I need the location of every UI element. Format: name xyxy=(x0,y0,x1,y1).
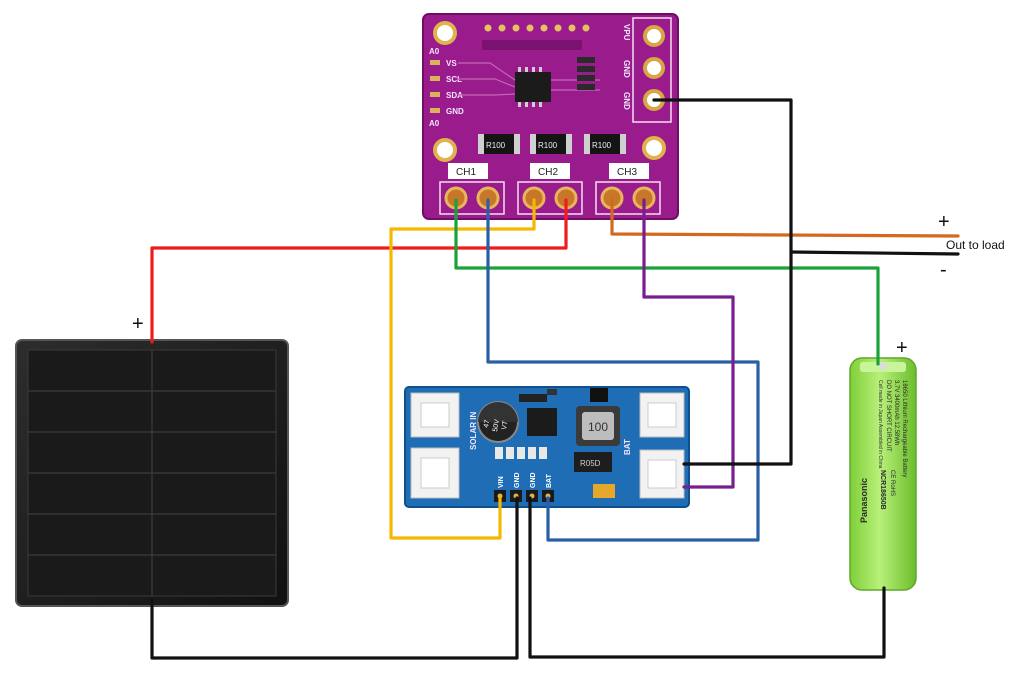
svg-text:R05D: R05D xyxy=(580,459,601,468)
ina-pin-sda: SDA xyxy=(446,91,463,100)
out-connector xyxy=(639,449,685,499)
svg-text:DO NOT SHORT CIRCUIT: DO NOT SHORT CIRCUIT xyxy=(885,380,891,452)
header-pin-gnd-2: GND xyxy=(530,472,537,488)
svg-text:47: 47 xyxy=(483,419,491,428)
svg-text:18650 Lithium Rechargeable Bat: 18650 Lithium Rechargeable Battery xyxy=(901,380,907,477)
wires xyxy=(150,98,960,660)
charger-chip xyxy=(527,408,557,436)
charger-header xyxy=(494,490,554,502)
header-pin-vin: VIN xyxy=(498,476,505,488)
ina-addr-label: A0 xyxy=(429,119,440,128)
svg-text:VT: VT xyxy=(501,420,510,431)
ina-smd-resistors xyxy=(577,57,595,90)
inductor: 100 xyxy=(576,406,620,446)
gnd-pad xyxy=(643,57,665,79)
mounting-hole xyxy=(433,138,457,162)
svg-text:R100: R100 xyxy=(486,141,506,150)
header-pin-gnd-1: GND xyxy=(514,472,521,488)
svg-text:NCR18650B: NCR18650B xyxy=(879,470,886,510)
battery-positive-cap xyxy=(879,362,887,370)
ina-pin-gnd-1: GND xyxy=(622,60,631,78)
ch2-label: CH2 xyxy=(538,167,558,178)
black-wire-solar-minus xyxy=(150,496,519,660)
smd-capacitor xyxy=(593,484,615,498)
panel-cell-grid xyxy=(28,350,276,596)
svg-text:3.7V 3400mAh 12.58Wh: 3.7V 3400mAh 12.58Wh xyxy=(893,380,899,445)
header-pin-bat: BAT xyxy=(546,473,553,488)
mounting-hole xyxy=(433,21,457,45)
charger-board: SOLAR IN 47 50V VT 100 R05D xyxy=(404,386,690,508)
ch3-label: CH3 xyxy=(617,167,637,178)
solar-plus-label: + xyxy=(132,313,144,335)
ch3-label-box xyxy=(609,163,649,179)
green-wire xyxy=(454,198,880,366)
black-wire-gnd xyxy=(652,98,793,466)
ina-pin-scl: SCL xyxy=(446,75,462,84)
svg-text:CE RoHS: CE RoHS xyxy=(889,470,895,496)
ch2-label-box xyxy=(530,163,570,179)
svg-text:50V: 50V xyxy=(492,419,501,433)
svg-text:R100: R100 xyxy=(592,141,612,150)
shunt-resistor: R100 xyxy=(478,134,520,154)
ina-addr-label: A0 xyxy=(429,47,440,56)
load-minus-label: - xyxy=(940,259,947,281)
ina-pin-vs: VS xyxy=(446,59,457,68)
out-to-load-label: Out to load xyxy=(946,238,1005,252)
load-plus-label: + xyxy=(938,211,950,233)
solar-in-label: SOLAR IN xyxy=(469,412,478,450)
svg-text:100: 100 xyxy=(588,420,608,434)
ina-pin-gnd-2: GND xyxy=(622,92,631,110)
vpu-pad xyxy=(643,25,665,47)
battery-spec-text: 18650 Lithium Rechargeable Battery 3.7V … xyxy=(877,380,907,477)
yellow-wire xyxy=(389,198,536,540)
battery-plus-label: + xyxy=(896,337,908,359)
ina-chip xyxy=(515,72,551,102)
shunt-resistor: R100 xyxy=(530,134,572,154)
svg-text:R100: R100 xyxy=(538,141,558,150)
ina-side-pins: VS SCL SDA GND xyxy=(430,59,464,116)
charger-smd-parts xyxy=(495,447,547,459)
capacitor: 47 50V VT xyxy=(477,401,519,443)
solar-panel: + xyxy=(15,313,289,607)
battery-18650: Panasonic 18650 Lithium Rechargeable Bat… xyxy=(849,337,917,591)
shunt-resistor: R100 xyxy=(584,134,626,154)
svg-text:Cell made in Japan Assembled: Cell made in Japan Assembled in China xyxy=(877,380,883,469)
ina-pin-gnd: GND xyxy=(446,107,464,116)
solar-in-connector xyxy=(410,392,460,438)
ch1-label: CH1 xyxy=(456,167,476,178)
ina3221-board: A0 VS SCL SDA GND A0 xyxy=(422,13,679,220)
blue-wire xyxy=(486,198,760,542)
bat-connector xyxy=(639,392,685,438)
black-wire-load-minus xyxy=(789,250,960,256)
bat-label: BAT xyxy=(623,439,632,455)
orange-wire xyxy=(610,198,960,238)
solar-in-connector-2 xyxy=(410,447,460,499)
ina-top-header xyxy=(482,24,590,50)
ch1-label-box xyxy=(448,163,488,179)
ina-pin-vpu: VPU xyxy=(622,24,631,41)
battery-print: Panasonic xyxy=(859,478,869,523)
mounting-hole xyxy=(642,136,666,160)
svg-text:Panasonic: Panasonic xyxy=(859,478,869,523)
red-wire xyxy=(150,198,568,344)
black-wire-battery-minus xyxy=(528,496,886,659)
diode: R05D xyxy=(574,452,612,472)
purple-wire xyxy=(642,198,735,489)
